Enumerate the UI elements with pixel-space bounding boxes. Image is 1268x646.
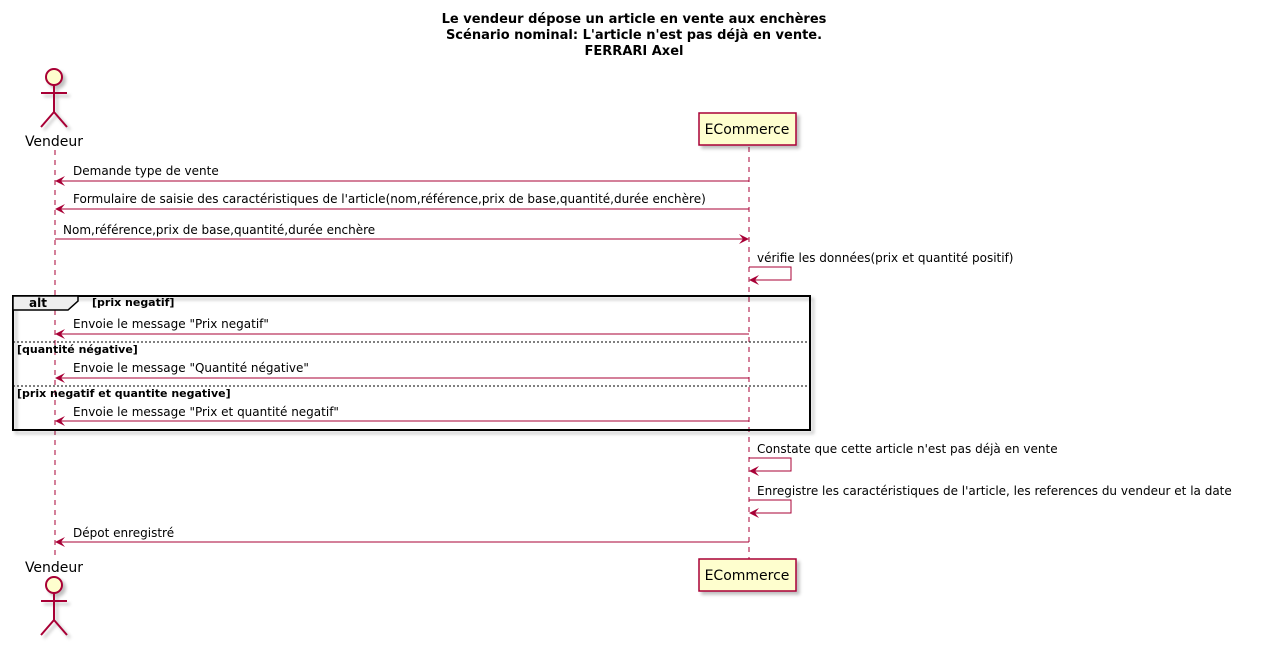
message-arrow-8 [749, 457, 792, 476]
alt-fragment-tab [12, 295, 79, 311]
participant-ecommerce-bottom-label: ECommerce [705, 568, 790, 584]
diagram-title-line3: FERRARI Axel [585, 44, 684, 59]
message-label-7: Envoie le message "Prix et quantité nega… [73, 405, 339, 419]
diagram-title-line1: Le vendeur dépose un article en vente au… [442, 12, 827, 27]
alt-guard-2: [quantité négative] [17, 343, 138, 356]
actor-leg-right [53, 619, 68, 636]
actor-leg-right [53, 111, 68, 128]
diagram-title-line2: Scénario nominal: L'article n'est pas dé… [446, 28, 822, 43]
actor-vendeur-top-label: Vendeur [25, 134, 83, 150]
alt-fragment-frame [12, 295, 811, 431]
alt-fragment: alt [prix negatif] [quantité négative] [… [12, 295, 811, 431]
message-label-8: Constate que cette article n'est pas déj… [757, 442, 1058, 456]
message-label-5: Envoie le message "Prix negatif" [73, 317, 269, 331]
actor-vendeur-bottom [40, 576, 68, 636]
message-label-2: Formulaire de saisie des caractéristique… [73, 192, 706, 206]
message-arrow-4 [749, 266, 792, 285]
alt-guard-3: [prix negatif et quantite negative] [17, 387, 231, 400]
message-label-9: Enregistre les caractéristiques de l'art… [757, 484, 1232, 498]
message-label-6: Envoie le message "Quantité négative" [73, 361, 309, 375]
actor-vendeur-top [40, 68, 68, 128]
actor-head [45, 68, 63, 86]
message-label-4: vérifie les données(prix et quantité pos… [757, 251, 1013, 265]
actor-leg-left [40, 619, 55, 636]
alt-guard-1: [prix negatif] [92, 296, 174, 309]
actor-head [45, 576, 63, 594]
actor-vendeur-bottom-label: Vendeur [25, 560, 83, 576]
message-label-3: Nom,référence,prix de base,quantité,duré… [63, 223, 375, 237]
participant-ecommerce-top-box [698, 112, 797, 146]
message-label-1: Demande type de vente [73, 164, 219, 178]
message-arrow-9 [749, 499, 792, 518]
actor-leg-left [40, 111, 55, 128]
participant-ecommerce-top-label: ECommerce [705, 122, 790, 138]
message-label-10: Dépot enregistré [73, 526, 174, 540]
participant-ecommerce-bottom-box [698, 558, 797, 592]
alt-fragment-keyword: alt [29, 296, 47, 310]
